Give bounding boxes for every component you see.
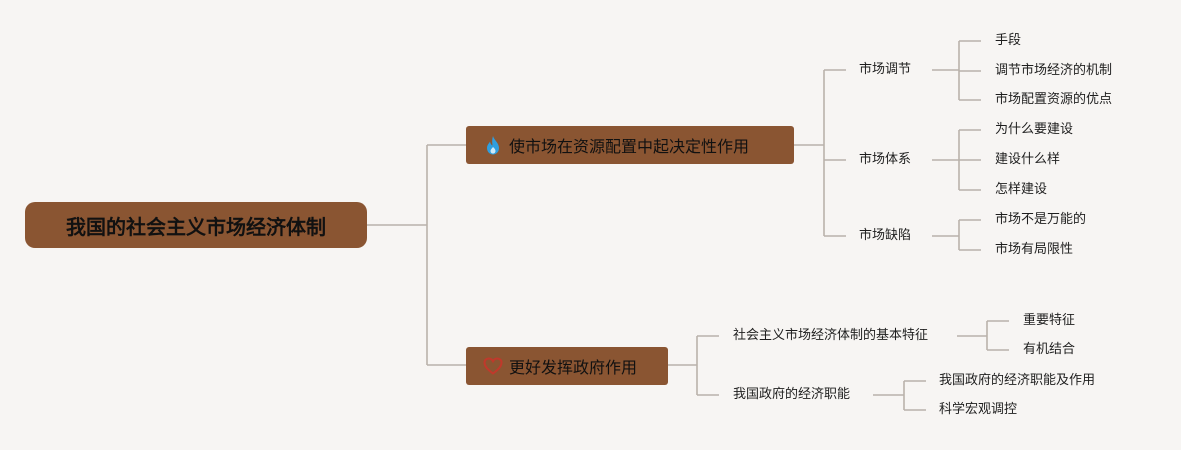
subtopic-market-defects[interactable]: 市场缺陷	[859, 228, 912, 243]
leaf-node[interactable]: 为什么要建设	[995, 122, 1074, 137]
leaf-node[interactable]: 怎样建设	[995, 182, 1048, 197]
branch-node-market-role[interactable]: 使市场在资源配置中起决定性作用	[466, 126, 794, 164]
branch-node-government-role[interactable]: 更好发挥政府作用	[466, 347, 668, 385]
connector-root-branches	[367, 144, 466, 366]
branch-label-market-role: 使市场在资源配置中起决定性作用	[509, 137, 750, 156]
connector-branch-2	[668, 335, 719, 396]
heart-icon	[483, 356, 503, 376]
flame-icon	[483, 135, 503, 155]
subtopic-government-functions[interactable]: 我国政府的经济职能	[733, 387, 851, 402]
leaf-node[interactable]: 重要特征	[1023, 313, 1076, 328]
subtopic-market-system[interactable]: 市场体系	[859, 152, 912, 167]
root-label: 我国的社会主义市场经济体制	[66, 214, 326, 239]
leaf-node[interactable]: 市场配置资源的优点	[995, 92, 1113, 107]
subtopic-basic-features[interactable]: 社会主义市场经济体制的基本特征	[733, 328, 929, 343]
leaf-node[interactable]: 市场不是万能的	[995, 212, 1087, 227]
leaf-node[interactable]: 建设什么样	[995, 152, 1061, 167]
leaf-node[interactable]: 市场有局限性	[995, 242, 1074, 257]
subtopic-market-regulation[interactable]: 市场调节	[859, 62, 912, 77]
connector-sub-1-3	[932, 219, 981, 251]
connector-sub-1-1	[932, 40, 981, 101]
leaf-node[interactable]: 手段	[995, 33, 1022, 48]
connector-sub-2-2	[873, 380, 926, 411]
branch-label-government-role: 更好发挥政府作用	[509, 358, 638, 377]
root-node[interactable]: 我国的社会主义市场经济体制	[25, 202, 367, 248]
leaf-node[interactable]: 调节市场经济的机制	[995, 63, 1113, 78]
connector-sub-1-2	[932, 129, 981, 191]
connector-sub-2-1	[957, 320, 1009, 351]
leaf-node[interactable]: 科学宏观调控	[939, 402, 1018, 417]
leaf-node[interactable]: 我国政府的经济职能及作用	[939, 373, 1096, 388]
leaf-node[interactable]: 有机结合	[1023, 342, 1076, 357]
connector-branch-1	[794, 69, 846, 237]
